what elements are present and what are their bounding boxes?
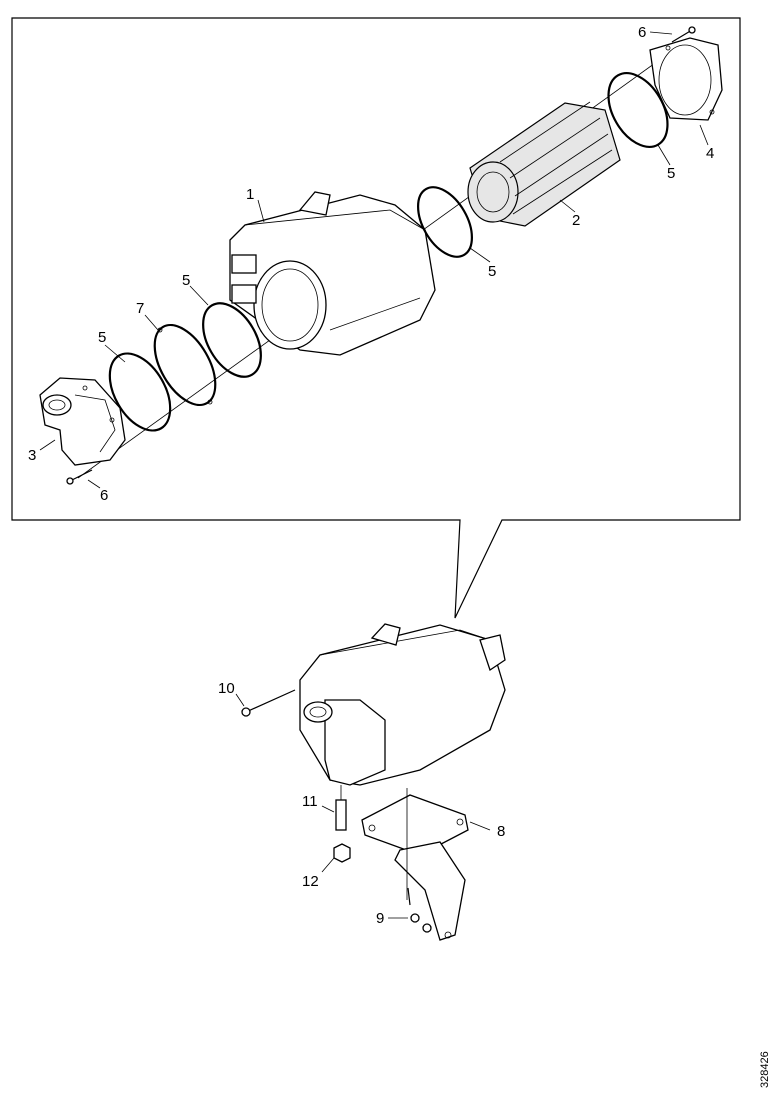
bolt-10-part bbox=[241, 689, 296, 717]
callout-1: 1 bbox=[246, 186, 254, 203]
callout-4: 4 bbox=[706, 145, 714, 162]
end-cover-part bbox=[649, 37, 723, 121]
bolt-upper-part bbox=[671, 26, 696, 43]
o-ring-middle-left bbox=[202, 302, 262, 378]
callout-8: 8 bbox=[497, 823, 505, 840]
callout-9: 9 bbox=[376, 910, 384, 927]
bolt-9-part bbox=[407, 887, 432, 933]
gasket-part bbox=[153, 323, 217, 407]
callout-6a: 6 bbox=[638, 24, 646, 41]
detail-frame bbox=[11, 17, 741, 619]
filter-cartridge-part bbox=[467, 101, 621, 227]
document-number: 328426 bbox=[759, 1051, 771, 1088]
assembled-unit bbox=[299, 623, 506, 786]
leader-lines bbox=[39, 31, 709, 919]
o-ring-left bbox=[108, 352, 172, 432]
bracket-part bbox=[361, 788, 469, 941]
bolt-lower-part bbox=[66, 469, 93, 485]
callout-5a: 5 bbox=[98, 329, 106, 346]
inlet-elbow-part bbox=[39, 377, 126, 466]
callout-5c: 5 bbox=[488, 263, 496, 280]
callout-12: 12 bbox=[302, 873, 319, 890]
main-housing-part bbox=[229, 191, 436, 356]
o-ring-middle-right bbox=[416, 186, 474, 258]
callout-7: 7 bbox=[136, 300, 144, 317]
callout-3: 3 bbox=[28, 447, 36, 464]
callout-10: 10 bbox=[218, 680, 235, 697]
nut-part bbox=[333, 843, 351, 863]
callout-5b: 5 bbox=[182, 272, 190, 289]
stud-part bbox=[335, 785, 347, 831]
o-ring-right bbox=[607, 72, 669, 148]
callout-6b: 6 bbox=[100, 487, 108, 504]
callout-11: 11 bbox=[302, 793, 318, 810]
callout-5d: 5 bbox=[667, 165, 675, 182]
callout-2: 2 bbox=[572, 212, 580, 229]
